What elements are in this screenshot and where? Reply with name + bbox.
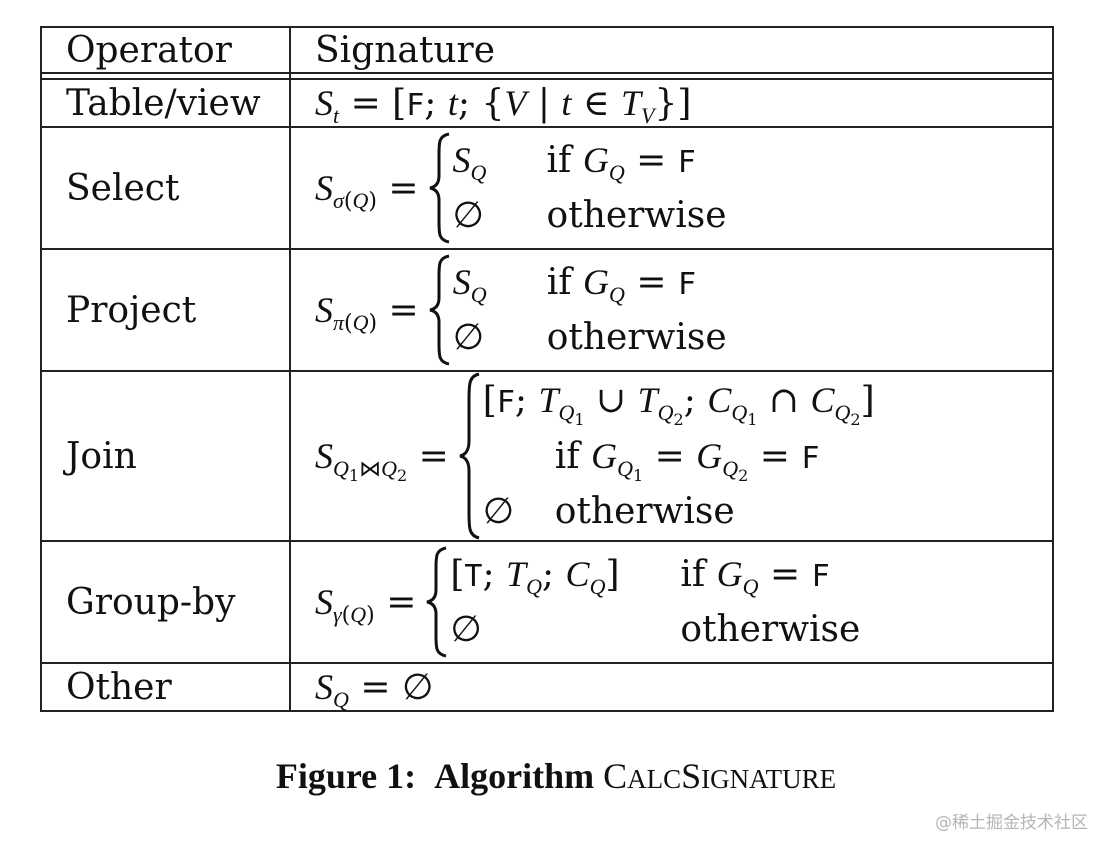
watermark: @稀土掘金技术社区 xyxy=(935,813,1088,833)
table-row: Table/view St = [F; t; {V | t ∈ TV}] xyxy=(40,78,1054,128)
table-row: Join SQ1⋈Q2 = [F; TQ1 ∪ TQ2; CQ1 ∩ CQ2] … xyxy=(40,370,1054,542)
table-row: Other SQ = ∅ xyxy=(40,662,1054,712)
caption-label: Figure 1: xyxy=(275,756,417,796)
left-brace-icon xyxy=(429,132,449,244)
operator-select: Select xyxy=(40,126,291,250)
operator-other: Other xyxy=(40,662,291,712)
operator-group-by: Group-by xyxy=(40,540,291,664)
caption-algorithm-name: CALCSIGNATURE xyxy=(603,756,837,796)
figure-caption: Figure 1: Algorithm CALCSIGNATURE xyxy=(0,755,1112,797)
left-brace-icon xyxy=(429,254,450,366)
signature-other: SQ = ∅ xyxy=(289,662,1054,712)
caption-title: Algorithm xyxy=(434,756,595,796)
header-signature: Signature xyxy=(289,26,1054,74)
header-operator: Operator xyxy=(40,26,291,74)
operator-join: Join xyxy=(40,370,291,542)
operator-table-view: Table/view xyxy=(40,78,291,128)
table-row: Group-by Sγ(Q) = [T; TQ; CQ]if GQ = F ∅o… xyxy=(40,540,1054,664)
header-row: Operator Signature xyxy=(40,26,1054,74)
signature-table: Operator Signature Table/view St = [F; t… xyxy=(40,26,1054,712)
left-brace-icon xyxy=(426,546,447,658)
signature-join: SQ1⋈Q2 = [F; TQ1 ∪ TQ2; CQ1 ∩ CQ2] if GQ… xyxy=(289,370,1054,542)
operator-project: Project xyxy=(40,248,291,372)
signature-group-by: Sγ(Q) = [T; TQ; CQ]if GQ = F ∅otherwise xyxy=(289,540,1054,664)
signature-table-view: St = [F; t; {V | t ∈ TV}] xyxy=(289,78,1054,128)
left-brace-icon xyxy=(459,372,480,540)
